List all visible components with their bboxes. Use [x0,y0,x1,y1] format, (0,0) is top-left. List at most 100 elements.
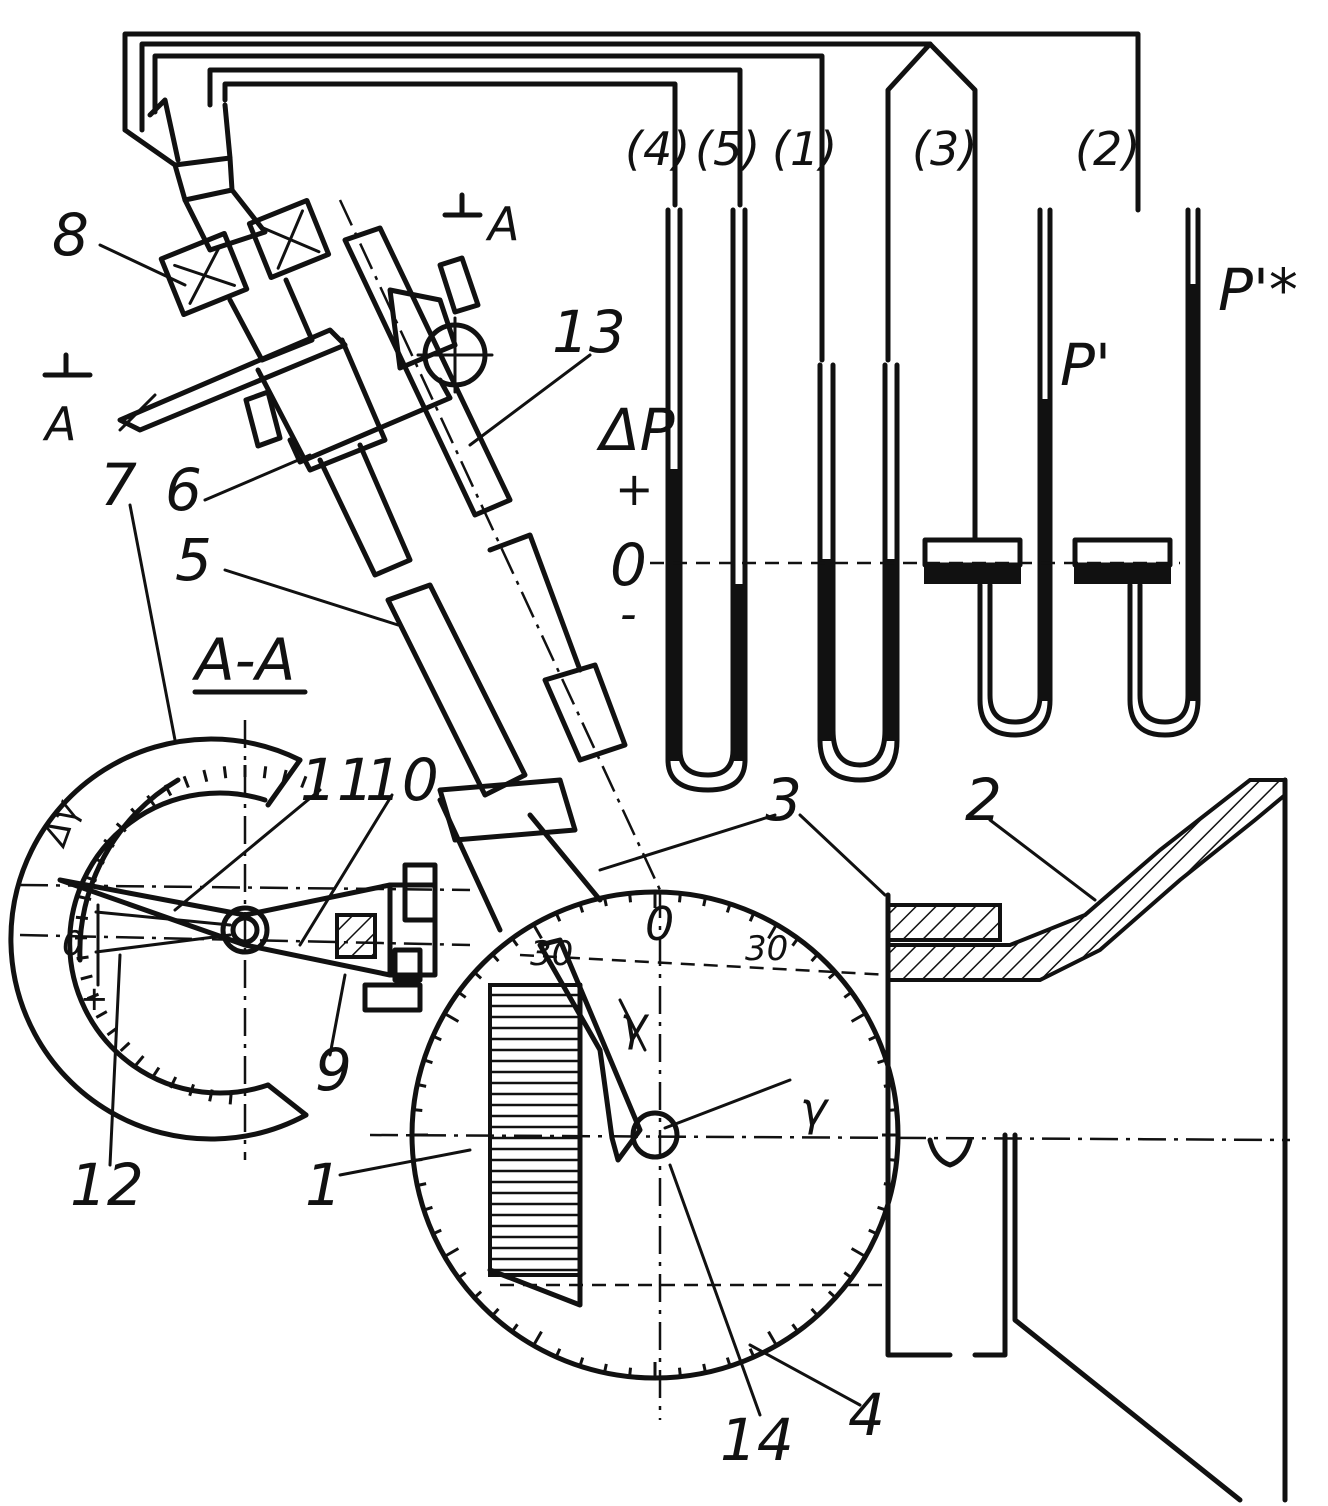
text-labels: 8 7 6 5 13 11 10 9 12 1 3 2 14 4 A-A A A… [34,122,1298,1474]
protractor-tick [119,1041,131,1053]
dial-tick [432,1228,442,1236]
dial-tick [554,1348,562,1358]
dial-tick [473,971,483,980]
protractor-tick [182,775,190,789]
dial-tick [843,990,853,999]
dial-tick [827,971,837,980]
dial-tick [810,1307,819,1317]
tube-label-3: (3) [912,122,977,176]
protractor-tick [84,875,98,883]
label-part-8: 8 [52,201,89,269]
dial-tick [457,1271,467,1280]
label-part-3: 3 [765,766,802,834]
protractor-tick [92,856,105,865]
protractor-tick [208,1089,214,1102]
protractor-tick [103,838,115,848]
protractor-delta-gamma: Δγ [34,794,88,853]
protractor-plus: + [80,979,109,1019]
label-part-14: 14 [720,1406,794,1474]
dial-tick [702,896,707,907]
section-mark-top: A [485,197,519,251]
leader-lines [98,243,1097,1417]
dial-mark-30-right: 30 [745,929,788,969]
dial-tick [748,1348,756,1358]
dial-tick [457,990,467,999]
dial-tick [677,1367,682,1377]
dial-tick [473,1290,483,1299]
protractor-tick [115,822,127,833]
plus-label: + [615,462,654,516]
protractor-tick [76,955,89,961]
dial-tick [748,912,756,922]
label-part-12: 12 [70,1151,144,1219]
protractor-tick [188,1083,195,1097]
protractor-tick [75,915,89,920]
dial-tick [628,1367,633,1377]
dial-tick [877,1205,887,1212]
dial-tick [416,1083,427,1088]
section-mark-left: A [42,397,76,451]
dial-tick [791,1323,800,1333]
label-part-5: 5 [175,526,212,594]
tube-label-5: (5) [695,122,760,176]
protractor-tick [95,1010,108,1019]
tube-label-2: (2) [1075,122,1140,176]
dial-mark-zero: 0 [645,897,674,951]
minus-label: - [620,587,637,641]
dial-tick [491,1307,500,1317]
dial-tick [791,937,800,947]
tube-label-4: (4) [625,122,690,176]
delta-p-label: ΔP [596,396,675,464]
dial-tick [810,953,819,963]
dial-tick [532,1330,543,1347]
nozzle-section [885,777,1288,1503]
dial-tick [702,1363,707,1374]
connecting-tubes [122,31,1141,543]
dial-tick [432,1034,442,1042]
dial-tick [443,1012,460,1023]
dial-tick [843,1271,853,1280]
dial-tick [868,1034,878,1042]
manometers [650,207,1201,793]
probe-tube [117,199,662,933]
label-part-10: 10 [365,746,439,814]
dial-tick [603,1363,608,1374]
probe-head [122,97,332,363]
protractor-tick [151,1066,161,1079]
label-part-2: 2 [965,766,1002,834]
dial-tick [423,1058,433,1065]
dial-tick [603,896,608,907]
dial-tick [827,1290,837,1299]
tube-label-1: (1) [772,122,837,176]
label-part-9: 9 [315,1036,352,1104]
protractor-zero: 0 [62,924,84,964]
protractor-tick [80,974,93,981]
dial-tick [443,1247,460,1258]
protractor-tick [262,766,268,779]
protractor-tick [202,769,209,783]
dial-tick [725,1357,732,1367]
dial-tick [578,1357,585,1367]
label-part-13: 13 [552,298,626,366]
dial-tick [767,1330,778,1347]
angle-dial [369,889,1291,1420]
protractor-tick [86,992,100,1001]
dial-tick [578,903,585,913]
dial-tick [554,912,562,922]
label-part-6: 6 [165,456,202,524]
label-part-1: 1 [305,1151,342,1219]
dial-tick [413,1108,423,1113]
gamma-label-needle: γ [620,997,650,1051]
protractor-tick [169,1076,178,1089]
label-part-4: 4 [848,1381,885,1449]
protractor-tick [163,784,173,797]
protractor-tick [146,794,156,807]
protractor-tick [130,807,141,819]
protractor-tick [222,766,228,779]
dial-tick [532,923,543,940]
dial-tick [510,937,519,947]
protractor-tick [300,775,308,789]
p-prime-label: P' [1060,331,1111,399]
dial-tick [628,893,633,903]
